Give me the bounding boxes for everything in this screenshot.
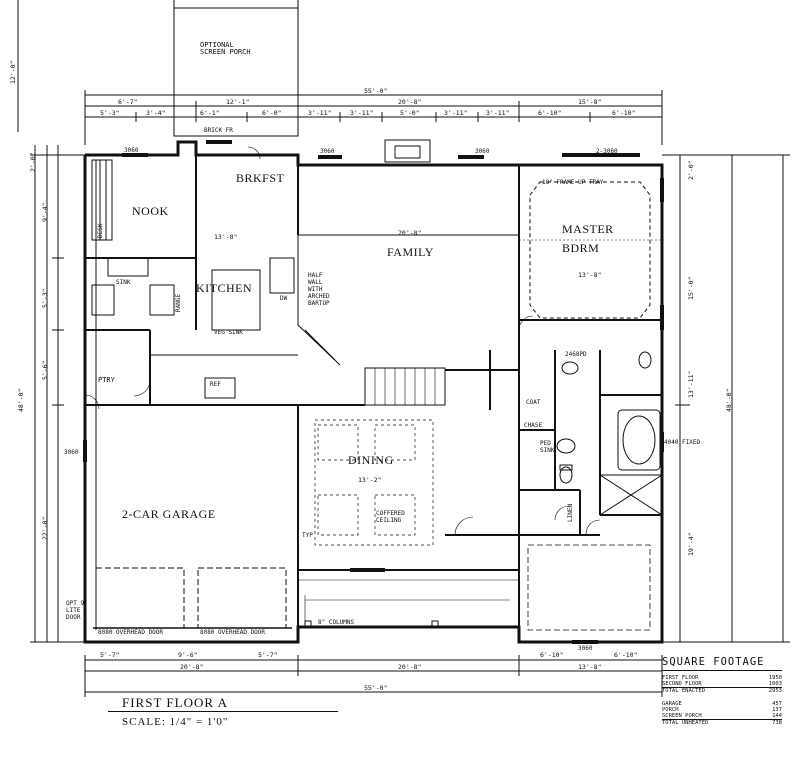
label-columns: 8" COLUMNS: [318, 619, 355, 626]
dim-family-width: 20'-8": [398, 229, 422, 237]
dim-top-sub: 3'-4": [146, 109, 166, 117]
dim-top-sub: 6'-10": [538, 109, 562, 117]
dim-master-width: 13'-8": [578, 271, 602, 279]
window-label: 3060: [124, 147, 139, 154]
window-label: 3060: [320, 148, 335, 155]
label-veg-sink: VEG SINK: [214, 329, 243, 336]
dim-top-seg: 6'-7": [118, 98, 138, 106]
window-label: 2468PD: [565, 351, 587, 358]
room-label-ptry: PTRY: [98, 376, 115, 384]
label-ped-sink: PED SINK: [540, 440, 555, 454]
dim-kitchen-width: 13'-8": [214, 233, 238, 241]
dim-bottom-sub: 5'-7": [100, 651, 120, 659]
plan-title: FIRST FLOOR A: [122, 695, 228, 710]
room-label-screen-porch: OPTIONAL SCREEN PORCH: [200, 41, 251, 56]
dim-right: 13'-11": [687, 370, 695, 398]
dim-right: 19'-4": [687, 532, 695, 556]
label-overhead-door-1: 8080 OVERHEAD DOOR: [98, 629, 164, 636]
dim-bottom-sub: 9'-6": [178, 651, 198, 659]
dim-overall-bottom: 55'-0": [364, 684, 388, 692]
label-overhead-door-2: 8080 OVERHEAD DOOR: [200, 629, 266, 636]
room-label-master: MASTER: [562, 222, 614, 236]
label-tray: 18" FRAME UP TRAY: [542, 179, 604, 186]
dim-right: 2'-0": [687, 160, 695, 180]
dim-top-sub: 6'-0": [262, 109, 282, 117]
dim-bottom-seg: 20'-8": [398, 663, 422, 671]
dim-top-sub: 6'-10": [612, 109, 636, 117]
label-brick-fr: BRICK FR: [204, 127, 233, 134]
label-desk: DESK: [97, 223, 104, 238]
room-label-family: FAMILY: [387, 245, 434, 259]
dim-top-seg: 20'-8": [398, 98, 422, 106]
window-label: 3060: [578, 645, 593, 652]
dim-porch-depth: 12'-0": [9, 60, 17, 84]
label-range: RANGE: [175, 293, 182, 312]
window-label: 3060: [64, 449, 79, 456]
label-opt-door: OPT 9-LITE DOOR: [66, 600, 88, 621]
room-label-garage: 2-CAR GARAGE: [122, 507, 216, 521]
square-footage-heading: SQUARE FOOTAGE: [662, 656, 782, 671]
dim-left: 9'-4": [41, 202, 49, 222]
dim-top-sub: 3'-11": [486, 109, 510, 117]
plan-scale: SCALE: 1/4" = 1'0": [122, 716, 229, 728]
window-label: 2-3060: [596, 148, 618, 155]
dim-left: 2'-0": [29, 152, 37, 172]
dim-right: 15'-0": [687, 276, 695, 300]
room-label-kitchen: KITCHEN: [196, 281, 253, 295]
dim-dining-width: 13'-2": [358, 476, 382, 484]
dim-left: 5'-6": [41, 360, 49, 380]
dim-left-overall: 48'-0": [17, 388, 25, 412]
dim-bottom-seg: 20'-8": [180, 663, 204, 671]
label-sink: SINK: [116, 279, 131, 286]
dim-top-seg: 15'-8": [578, 98, 602, 106]
room-label-bdrm: BDRM: [562, 241, 600, 255]
room-label-nook: NOOK: [132, 204, 169, 218]
label-half-wall: HALF WALL WITH ARCHED BARTOP: [308, 272, 330, 307]
dim-right-overall: 48'-0": [725, 388, 733, 412]
dim-bottom-sub: 6'-10": [540, 651, 564, 659]
screen-porch-outline: [173, 7, 299, 137]
dim-top-sub: 6'-1": [200, 109, 220, 117]
room-label-dining: DINING: [348, 453, 394, 467]
dim-bottom-sub: 6'-10": [614, 651, 638, 659]
label-coffered: COFFERED CEILING: [376, 510, 405, 524]
label-typ: TYP: [302, 532, 313, 539]
label-chase: CHASE: [524, 422, 543, 429]
dim-top-sub: 5'-0": [400, 109, 420, 117]
dim-overall-top: 55'-0": [364, 87, 388, 95]
dim-top-sub: 3'-11": [444, 109, 468, 117]
dim-left: 5'-3": [41, 288, 49, 308]
dim-top-sub: 3'-11": [308, 109, 332, 117]
dim-top-seg: 12'-1": [226, 98, 250, 106]
label-fixed-window: 4040 FIXED: [664, 439, 701, 446]
window-label: 3060: [475, 148, 490, 155]
label-dw: DW: [280, 295, 288, 302]
dim-top-sub: 5'-3": [100, 109, 120, 117]
dim-bottom-sub: 5'-7": [258, 651, 278, 659]
room-label-brkfst: BRKFST: [236, 171, 285, 185]
title-underline: [108, 711, 338, 712]
dim-bottom-seg: 13'-8": [578, 663, 602, 671]
label-linen: LINEN: [567, 503, 574, 522]
label-ref: REF: [210, 381, 221, 388]
dim-top-sub: 3'-11": [350, 109, 374, 117]
dim-left: 22'-8": [41, 516, 49, 540]
label-coat: COAT: [526, 399, 541, 406]
